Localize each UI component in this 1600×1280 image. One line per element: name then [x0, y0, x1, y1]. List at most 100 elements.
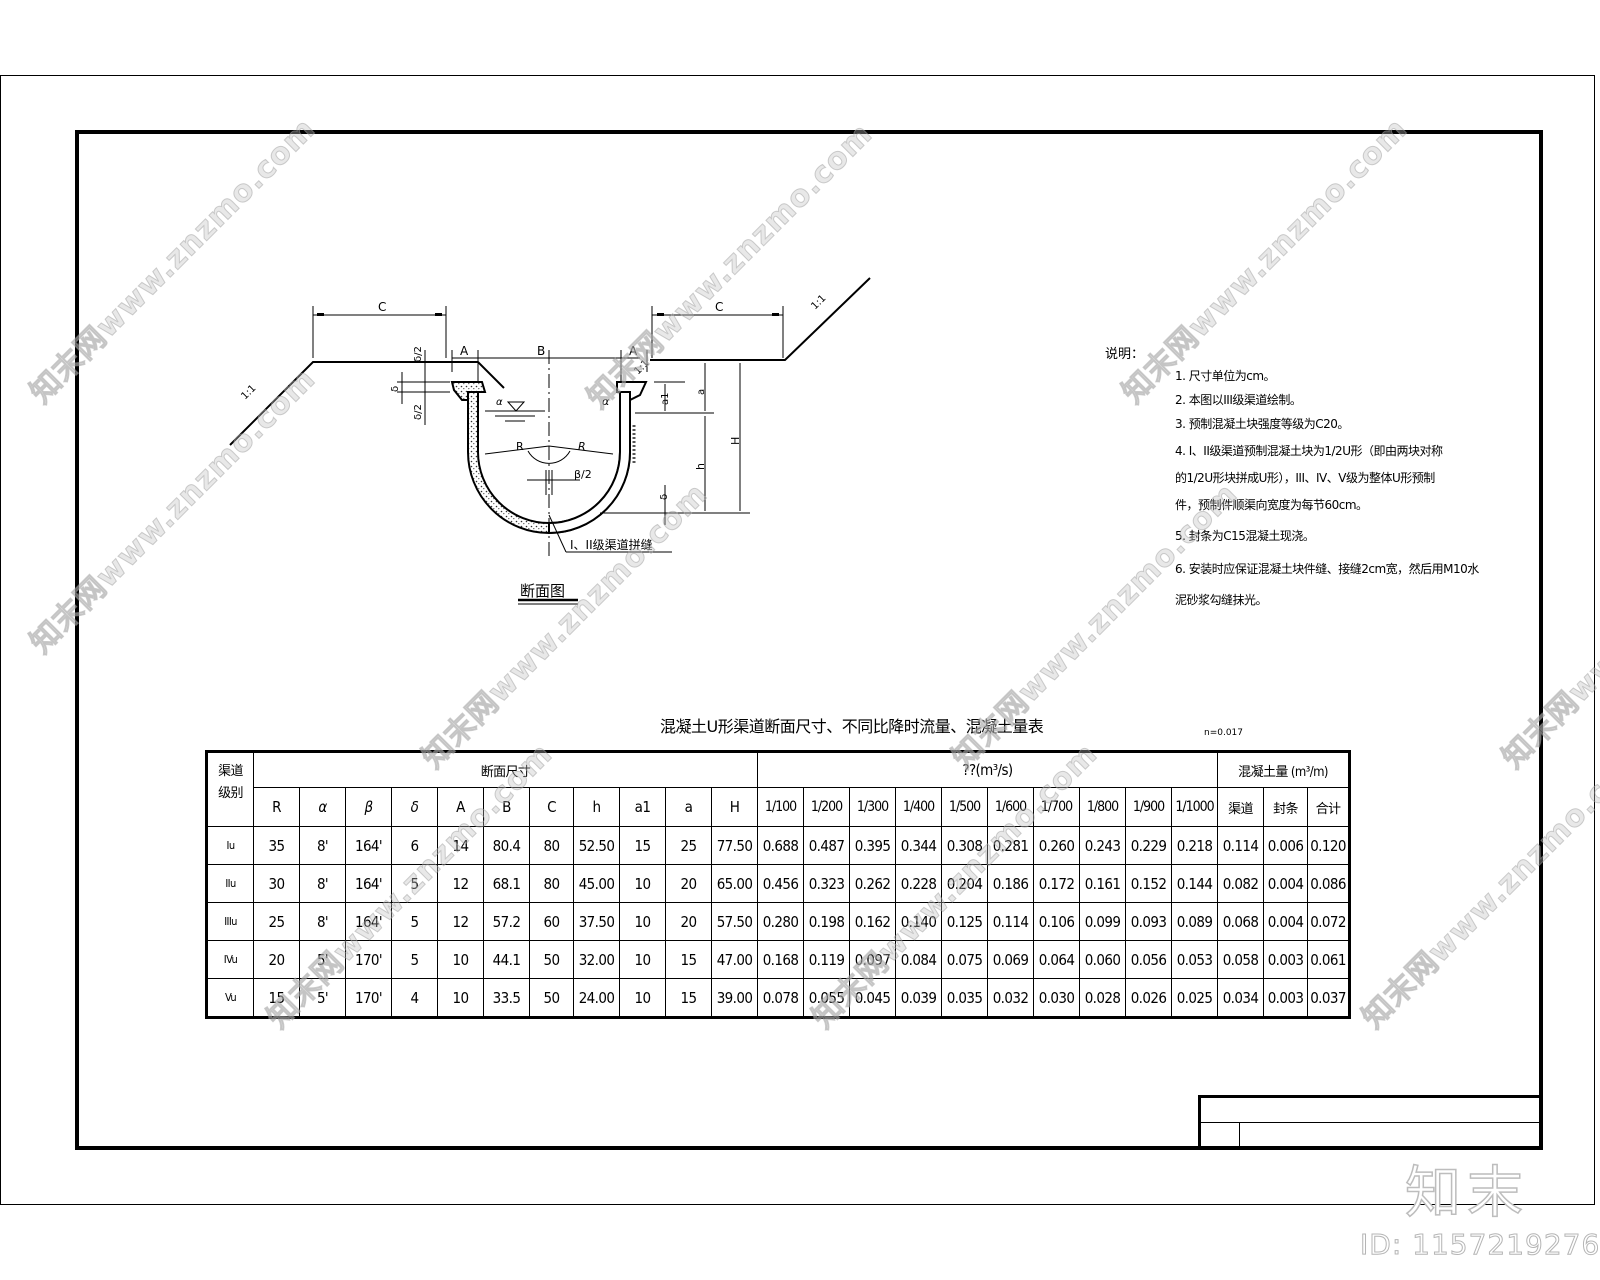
note-item: 2. 本图以III级渠道绘制。	[1175, 393, 1302, 407]
table-cell: 0.003	[1263, 978, 1308, 1018]
table-cell: 8'	[299, 826, 346, 865]
table-cell: 0.068	[1217, 902, 1264, 941]
table-cell: 20	[665, 902, 712, 941]
table-cell: 0.280	[757, 902, 804, 941]
table-cell: 8'	[299, 864, 346, 903]
table-cell: 0.003	[1263, 940, 1308, 979]
table-cell: 25	[253, 902, 300, 941]
roughness-coefficient: n=0.017	[1204, 728, 1244, 738]
table-cell: 0.082	[1217, 864, 1264, 903]
table-cell: 10	[619, 864, 666, 903]
table-cell: 0.060	[1079, 940, 1126, 979]
table-cell: 0.395	[849, 826, 896, 865]
title-block-divider	[1201, 1122, 1543, 1123]
table-cell: 0.243	[1079, 826, 1126, 865]
table-cell: 0.053	[1171, 940, 1218, 979]
col-header: 1/200	[803, 787, 850, 827]
concrete-group-header: 混凝土量 (m³/m)	[1217, 751, 1350, 788]
table-cell: 20	[253, 940, 300, 979]
outer-sheet-border	[0, 75, 1595, 1205]
table-cell: 0.120	[1307, 826, 1350, 865]
table-cell: 4	[391, 978, 438, 1018]
col-header: δ	[391, 787, 438, 827]
grade-cell: Vu	[206, 978, 254, 1018]
table-cell: 10	[619, 940, 666, 979]
table-cell: 12	[437, 902, 484, 941]
table-cell: 0.125	[941, 902, 988, 941]
asset-id: ID: 1157219276	[1359, 1228, 1600, 1262]
table-cell: 0.262	[849, 864, 896, 903]
col-header: 封条	[1263, 787, 1308, 827]
table-cell: 164'	[345, 864, 392, 903]
col-header: a	[665, 787, 712, 827]
dim-label-delta-half-top: δ/2	[413, 346, 424, 362]
table-cell: 33.5	[483, 978, 530, 1018]
radius-label-left: R	[516, 440, 524, 453]
table-cell: 0.186	[987, 864, 1034, 903]
table-cell: 80.4	[483, 826, 530, 865]
note-item: 件，预制件顺渠向宽度为每节60cm。	[1175, 498, 1368, 512]
angle-label-alpha-right: α	[602, 395, 610, 408]
table-cell: 24.00	[573, 978, 620, 1018]
table-cell: 5'	[299, 978, 346, 1018]
table-cell: 65.00	[711, 864, 758, 903]
note-item: 6. 安装时应保证混凝土块件缝、接缝2cm宽，然后用M10水	[1175, 562, 1479, 576]
table-cell: 0.114	[987, 902, 1034, 941]
table-cell: 57.2	[483, 902, 530, 941]
table-cell: 15	[665, 978, 712, 1018]
table-cell: 0.045	[849, 978, 896, 1018]
col-header: R	[253, 787, 300, 827]
table-cell: 80	[529, 826, 574, 865]
table-cell: 47.00	[711, 940, 758, 979]
table-cell: 0.035	[941, 978, 988, 1018]
note-item: 泥砂浆勾缝抹光。	[1175, 593, 1268, 607]
table-cell: 20	[665, 864, 712, 903]
grade-cell: IIIu	[206, 902, 254, 941]
table-cell: 0.228	[895, 864, 942, 903]
table-cell: 68.1	[483, 864, 530, 903]
dim-label-a-right: A	[629, 344, 638, 358]
table-cell: 50	[529, 978, 574, 1018]
dim-label-H: H	[729, 437, 742, 445]
table-cell: 0.144	[1171, 864, 1218, 903]
table-cell: 44.1	[483, 940, 530, 979]
col-header: 1/500	[941, 787, 988, 827]
dim-label-c-left: C	[378, 300, 386, 314]
flow-group-header: ??(m³/s)	[757, 751, 1218, 788]
dim-label-a-left: A	[460, 344, 469, 358]
grade-header-cell: 渠道 级别	[206, 751, 254, 827]
col-header: 1/900	[1125, 787, 1172, 827]
grade-cell: Iu	[206, 826, 254, 865]
col-header: 1/1000	[1171, 787, 1218, 827]
notes-heading: 说明：	[1105, 347, 1145, 362]
table-cell: 0.140	[895, 902, 942, 941]
table-cell: 0.089	[1171, 902, 1218, 941]
table-cell: 0.162	[849, 902, 896, 941]
table-cell: 0.032	[987, 978, 1034, 1018]
title-block	[1198, 1095, 1543, 1150]
table-cell: 0.308	[941, 826, 988, 865]
table-cell: 0.093	[1125, 902, 1172, 941]
col-header: 1/400	[895, 787, 942, 827]
table-cell: 0.072	[1307, 902, 1350, 941]
table-cell: 0.218	[1171, 826, 1218, 865]
col-header: 1/600	[987, 787, 1034, 827]
note-item: 5. 封条为C15混凝土现浇。	[1175, 529, 1315, 543]
table-cell: 5	[391, 864, 438, 903]
table-cell: 50	[529, 940, 574, 979]
table-cell: 0.099	[1079, 902, 1126, 941]
table-cell: 5'	[299, 940, 346, 979]
title-block-column-divider	[1239, 1123, 1240, 1150]
table-cell: 0.025	[1171, 978, 1218, 1018]
grade-header-line-2: 级别	[218, 786, 243, 802]
table-cell: 6	[391, 826, 438, 865]
table-cell: 10	[619, 978, 666, 1018]
drawing-frame	[75, 130, 1543, 1150]
grade-cell: IVu	[206, 940, 254, 979]
table-cell: 0.055	[803, 978, 850, 1018]
table-cell: 52.50	[573, 826, 620, 865]
